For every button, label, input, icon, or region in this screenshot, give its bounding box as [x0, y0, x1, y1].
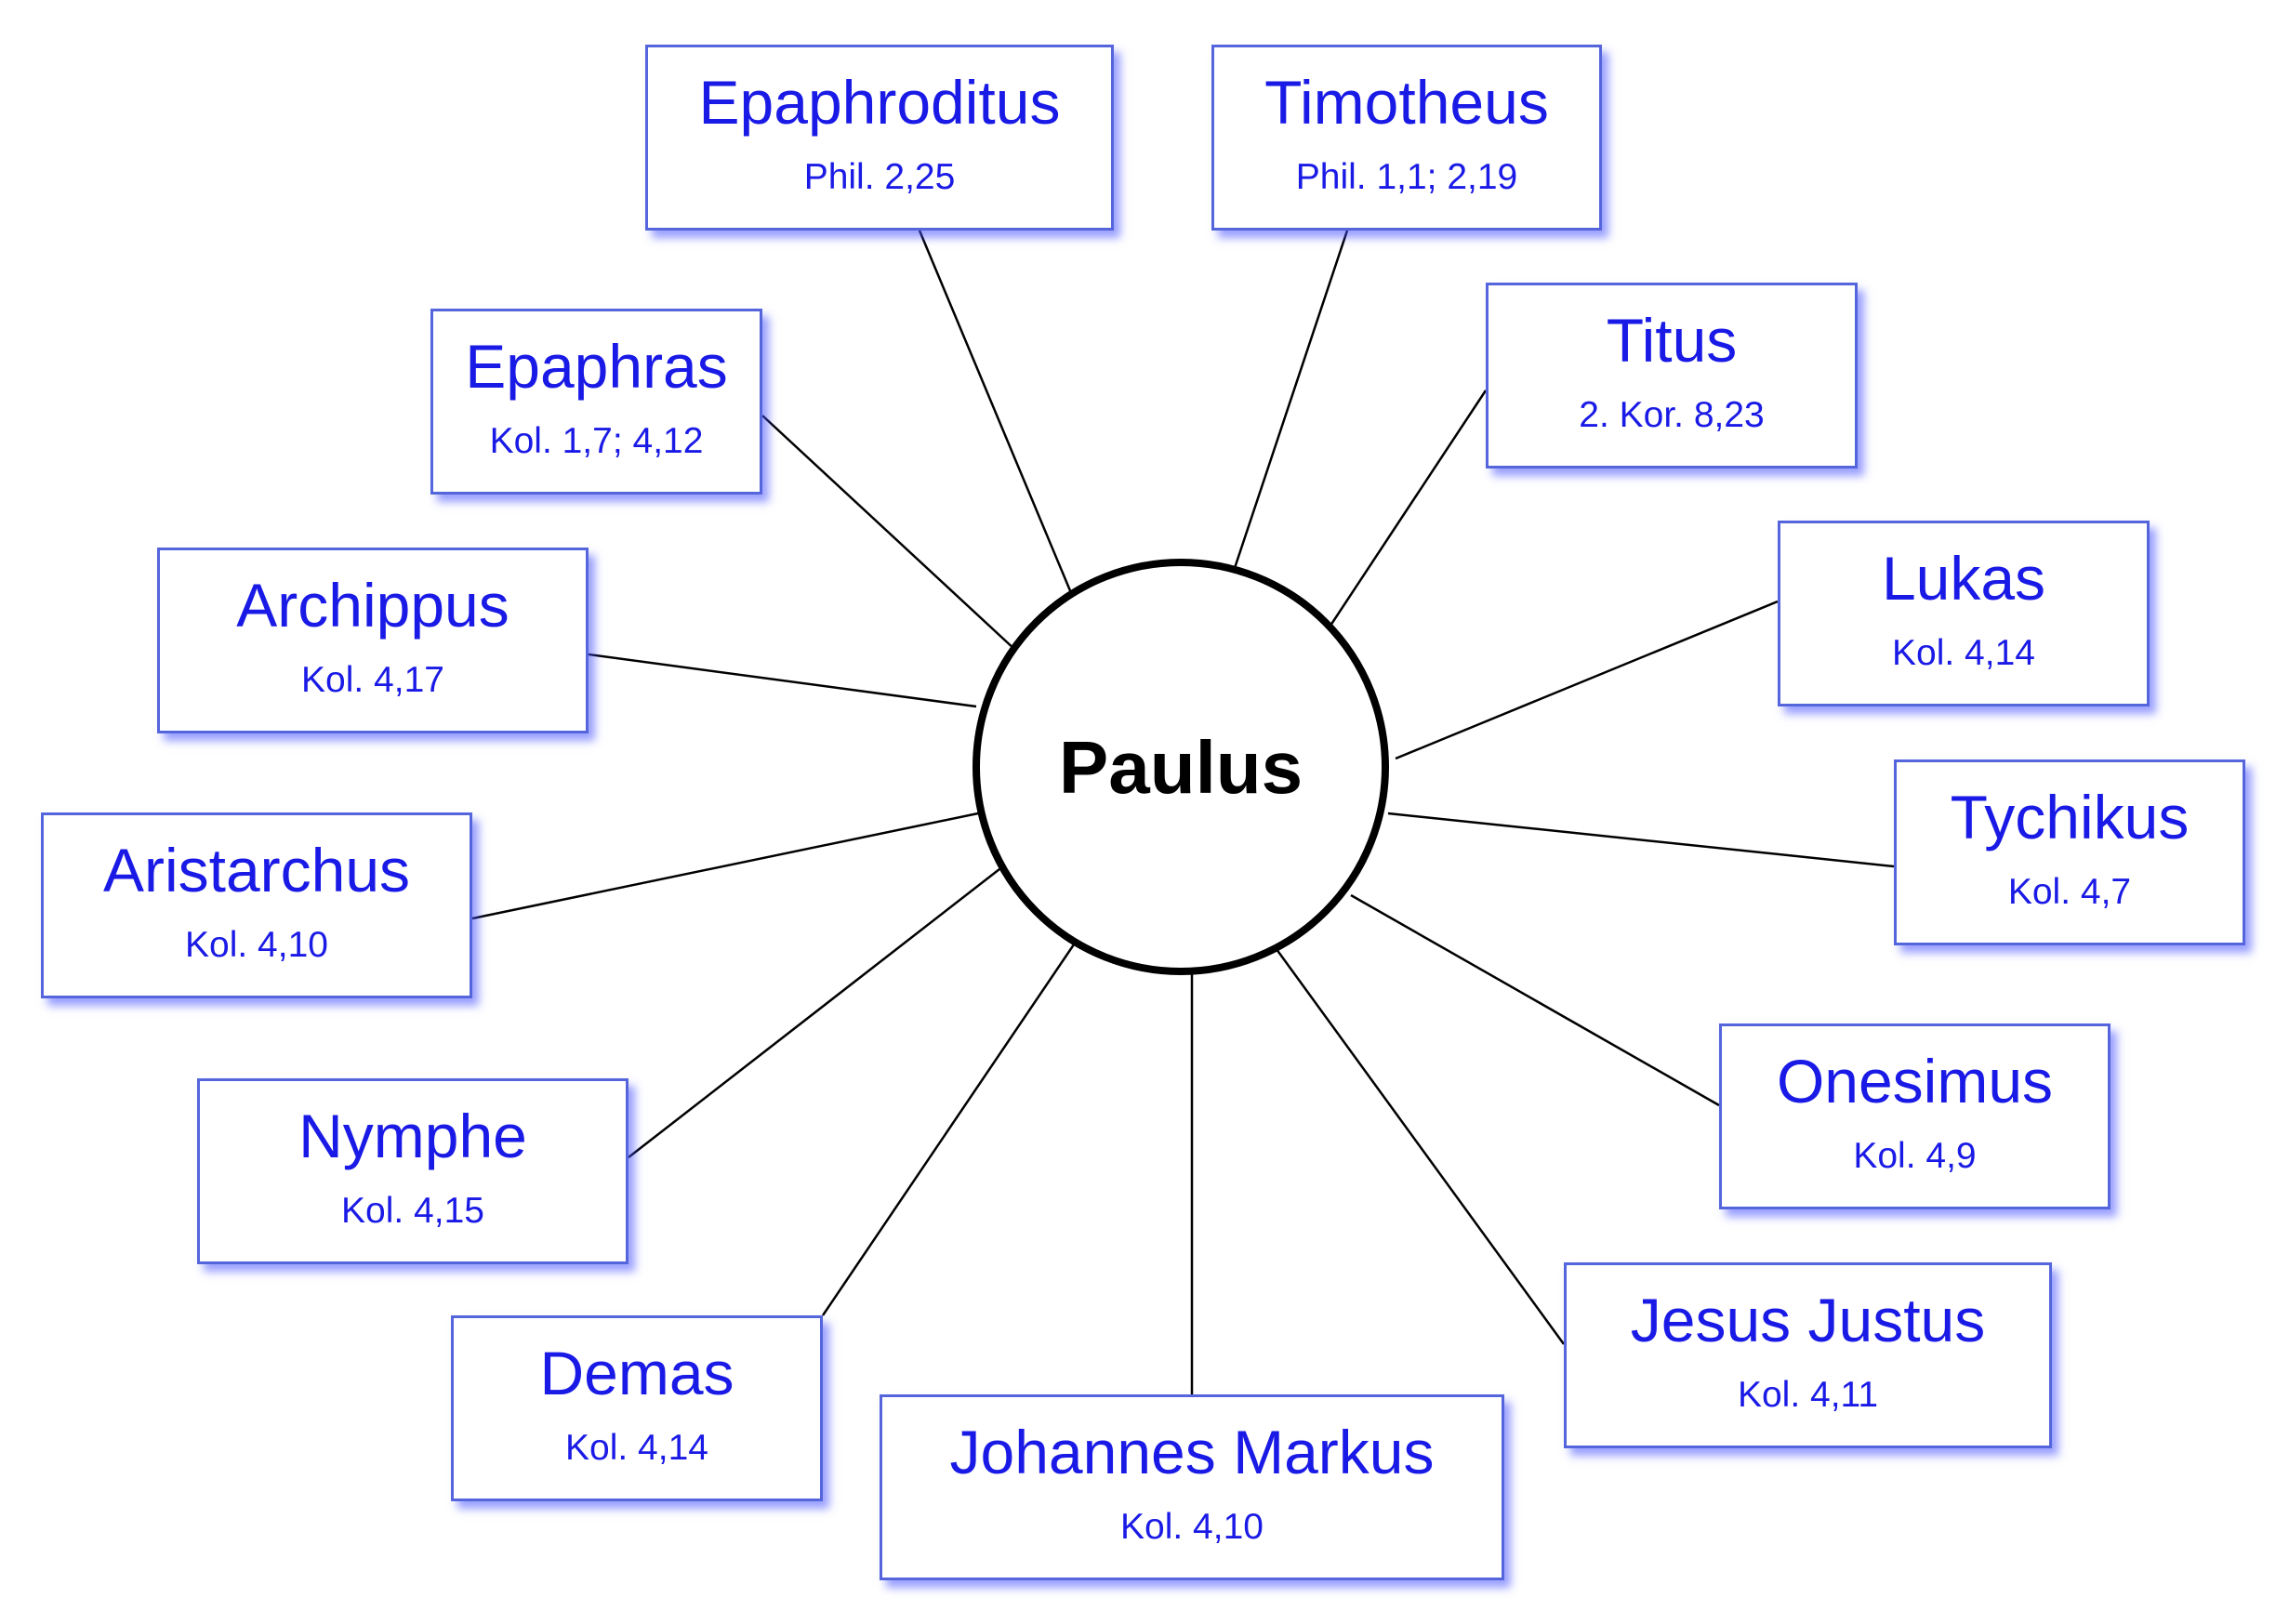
node-name: Archippus [236, 571, 509, 640]
connector-line-onesimus [1350, 893, 1720, 1107]
node-reference: Kol. 4,14 [565, 1428, 708, 1468]
node-reference: Kol. 4,17 [301, 660, 444, 700]
connector-line-tychikus [1387, 812, 1895, 868]
connector-line-aristarchus [471, 812, 979, 920]
node-name: Onesimus [1776, 1047, 2054, 1116]
node-name: Epaphras [465, 332, 728, 401]
node-name: Epaphroditus [698, 68, 1061, 137]
node-reference: Phil. 1,1; 2,19 [1295, 157, 1518, 197]
connector-line-nymphe [628, 868, 1000, 1158]
node-box-titus: Titus 2. Kor. 8,23 [1486, 283, 1858, 469]
node-reference: Phil. 2,25 [803, 157, 956, 197]
node-reference: Kol. 4,7 [2007, 872, 2132, 912]
connector-line-titus [1325, 389, 1488, 632]
node-reference: Kol. 4,11 [1737, 1375, 1879, 1415]
node-reference: Kol. 4,14 [1892, 633, 2035, 673]
connector-line-timotheus [1229, 230, 1349, 580]
node-reference: 2. Kor. 8,23 [1579, 395, 1765, 435]
connector-line-epaphras [761, 415, 1017, 652]
node-name: Titus [1606, 306, 1738, 375]
node-name: Aristarchus [102, 836, 411, 904]
center-circle [973, 559, 1389, 975]
node-reference: Kol. 4,10 [1120, 1507, 1264, 1547]
connector-line-archippus [588, 653, 977, 708]
connector-line-lukas [1395, 600, 1779, 760]
connector-line-epaphroditus [918, 230, 1076, 601]
node-name: Lukas [1881, 544, 2046, 613]
node-name: Johannes Markus [949, 1418, 1435, 1486]
connector-line-demas [821, 944, 1076, 1316]
node-reference: Kol. 4,9 [1853, 1136, 1977, 1176]
node-name: Demas [539, 1339, 734, 1407]
node-reference: Kol. 4,15 [341, 1191, 484, 1231]
node-name: Nymphe [298, 1102, 527, 1170]
node-name: Jesus Justus [1630, 1286, 1986, 1354]
connector-line-jesus-justus [1272, 944, 1566, 1345]
center-label: Paulus [1059, 726, 1303, 809]
node-reference: Kol. 4,10 [185, 925, 328, 965]
node-reference: Kol. 1,7; 4,12 [489, 421, 704, 461]
node-name: Tychikus [1950, 783, 2190, 852]
node-name: Timotheus [1264, 68, 1549, 137]
